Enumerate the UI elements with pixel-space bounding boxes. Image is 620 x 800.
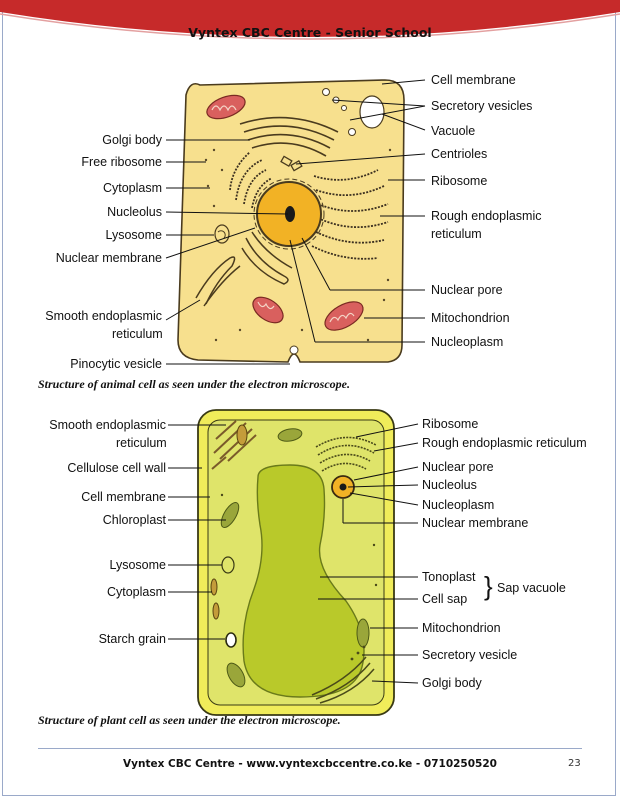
label-cell-sap: Cell sap <box>422 592 467 606</box>
label-nucleolus: Nucleolus <box>422 478 477 492</box>
footer-text: Vyntex CBC Centre - www.vyntexcbccentre.… <box>123 758 497 770</box>
plant-cell-caption: Structure of plant cell as seen under th… <box>38 713 341 727</box>
label-nuclear-pore: Nuclear pore <box>422 460 494 474</box>
nucleolus-icon <box>285 206 295 222</box>
mitochondrion-icon <box>324 301 364 331</box>
header-title: Vyntex CBC Centre - Senior School <box>188 25 432 40</box>
golgi-body-icon <box>239 116 339 157</box>
mitochondrion-icon <box>210 424 248 620</box>
label-free-ribosome: Free ribosome <box>81 155 162 169</box>
label-golgi-body: Golgi body <box>102 133 163 147</box>
label-cellulose-cell-wall: Cellulose cell wall <box>67 461 166 475</box>
label-cytoplasm: Cytoplasm <box>107 585 166 599</box>
label-nucleoplasm: Nucleoplasm <box>422 498 494 512</box>
chloroplast-icon <box>220 428 370 688</box>
label-lysosome: Lysosome <box>109 558 166 572</box>
label-nuclear-membrane: Nuclear membrane <box>56 251 162 265</box>
ribosome-dots <box>220 493 378 661</box>
label-ribosome: Ribosome <box>431 174 487 188</box>
label-cytoplasm: Cytoplasm <box>103 181 162 195</box>
label-rough-er: Rough endoplasmic reticulum <box>422 436 587 450</box>
lysosome-icon <box>214 224 230 244</box>
mitochondrion-icon <box>206 94 246 120</box>
header-wave <box>0 0 620 40</box>
label-rough-er-line1: Rough endoplasmic <box>431 209 542 223</box>
ribosome-dots <box>204 148 392 342</box>
rough-er-icon <box>315 436 377 472</box>
label-lysosome: Lysosome <box>105 228 162 242</box>
label-sap-vacuole: Sap vacuole <box>497 581 566 595</box>
plant-nucleolus-icon <box>339 483 347 491</box>
label-centrioles: Centrioles <box>431 147 487 161</box>
label-cell-membrane: Cell membrane <box>431 73 516 87</box>
label-secretory-vesicles: Secretory vesicles <box>431 99 532 113</box>
label-mitochondrion: Mitochondrion <box>422 621 501 635</box>
plant-leader-lines <box>168 423 419 684</box>
animal-cell-diagram: Golgi body Free ribosome Cytoplasm Nucle… <box>45 73 542 371</box>
label-pinocytic-vesicle: Pinocytic vesicle <box>70 357 162 371</box>
label-ribosome: Ribosome <box>422 417 478 431</box>
label-nucleolus: Nucleolus <box>107 205 162 219</box>
vacuole <box>359 95 385 129</box>
mitochondrion-icon <box>252 296 284 324</box>
label-mitochondrion: Mitochondrion <box>431 311 510 325</box>
sap-vacuole-brace: } <box>484 571 493 601</box>
plant-cell-diagram: } Smooth endoplasmic reticulum Cellulose… <box>49 409 587 716</box>
rough-er-icon <box>311 169 389 260</box>
footer-divider <box>38 748 582 749</box>
lysosome-icon <box>221 556 235 574</box>
label-rough-er-line2: reticulum <box>431 227 482 241</box>
label-starch-grain: Starch grain <box>99 632 166 646</box>
sap-vacuole <box>242 464 365 698</box>
label-smooth-er-line2: reticulum <box>112 327 163 341</box>
label-tonoplast: Tonoplast <box>422 570 476 584</box>
label-vacuole: Vacuole <box>431 124 475 138</box>
label-golgi-body: Golgi body <box>422 676 483 690</box>
label-smooth-er-line2: reticulum <box>116 436 167 450</box>
label-chloroplast: Chloroplast <box>103 513 167 527</box>
animal-cell-caption: Structure of animal cell as seen under t… <box>38 377 350 391</box>
page-number: 23 <box>568 758 581 769</box>
label-nuclear-membrane: Nuclear membrane <box>422 516 528 530</box>
label-smooth-er-line1: Smooth endoplasmic <box>45 309 162 323</box>
pinocytic-vesicle-icon <box>289 345 299 355</box>
label-nucleoplasm: Nucleoplasm <box>431 335 503 349</box>
label-cell-membrane: Cell membrane <box>81 490 166 504</box>
label-nuclear-pore: Nuclear pore <box>431 283 503 297</box>
smooth-er-icon <box>195 231 293 307</box>
animal-leader-lines <box>165 79 426 365</box>
label-smooth-er-line1: Smooth endoplasmic <box>49 418 166 432</box>
starch-grain-icon <box>225 632 237 648</box>
label-secretory-vesicle: Secretory vesicle <box>422 648 517 662</box>
rough-er-icon <box>229 151 273 209</box>
golgi-body-icon <box>311 656 375 704</box>
